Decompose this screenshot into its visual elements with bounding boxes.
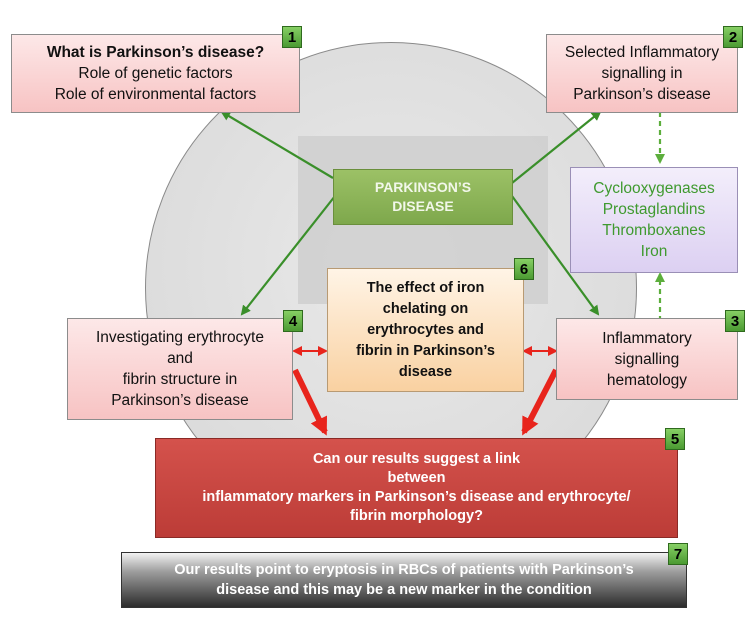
box2-line2: signalling in bbox=[601, 65, 683, 82]
box6-line4: fibrin in Parkinson’s bbox=[356, 342, 495, 359]
box-can-results-suggest-link: Can our results suggest a link between i… bbox=[155, 438, 678, 538]
number-badge-1: 1 bbox=[282, 26, 302, 48]
box3-line3: hematology bbox=[606, 371, 688, 389]
box5-line1: Can our results suggest a link bbox=[312, 451, 521, 467]
box-inflammatory-mediators: Cyclooxygenases Prostaglandins Thromboxa… bbox=[570, 167, 738, 273]
box-eryptosis-conclusion: Our results point to eryptosis in RBCs o… bbox=[121, 552, 687, 608]
number-badge-6: 6 bbox=[514, 258, 534, 280]
box7-line2: disease and this may be a new marker in … bbox=[216, 582, 592, 598]
arrow-center-to-box2 bbox=[511, 110, 602, 184]
box6-line5: disease bbox=[398, 363, 453, 380]
number-badge-7: 7 bbox=[668, 543, 688, 565]
arrow-center-to-box1 bbox=[220, 110, 334, 179]
box7-line1: Our results point to eryptosis in RBCs o… bbox=[174, 562, 634, 578]
box3-line2: signalling bbox=[614, 350, 680, 368]
number-badge-2: 2 bbox=[723, 26, 743, 48]
box-iron-chelating: The effect of iron chelating on erythroc… bbox=[327, 268, 524, 392]
box-investigating-erythrocyte: Investigating erythrocyte and fibrin str… bbox=[67, 318, 293, 420]
box4-line2: and bbox=[167, 350, 193, 367]
center-line2: DISEASE bbox=[392, 198, 454, 214]
purple-line1: Cyclooxygenases bbox=[593, 180, 715, 197]
arrow-box4-to-box5 bbox=[292, 368, 328, 436]
box3-line1: Inflammatory bbox=[602, 329, 692, 347]
purple-line2: Prostaglandins bbox=[602, 201, 706, 218]
number-badge-5: 5 bbox=[665, 428, 685, 450]
center-parkinsons-disease: PARKINSON’S DISEASE bbox=[333, 169, 513, 225]
box2-line3: Parkinson’s disease bbox=[573, 86, 711, 103]
box5-line2: between bbox=[387, 470, 446, 486]
number-badge-3: 3 bbox=[725, 310, 745, 332]
box5-line4: fibrin morphology? bbox=[350, 508, 483, 524]
box4-line4: Parkinson’s disease bbox=[111, 392, 249, 409]
box6-line1: The effect of iron bbox=[366, 279, 485, 296]
box6-line3: erythrocytes and bbox=[367, 321, 484, 338]
arrow-center-to-box3 bbox=[511, 195, 600, 316]
box-inflammatory-hematology: Inflammatory signalling hematology bbox=[556, 318, 738, 400]
arrow-center-to-box4 bbox=[240, 195, 336, 316]
center-line1: PARKINSON’S bbox=[374, 179, 472, 195]
box4-line3: fibrin structure in bbox=[122, 371, 238, 388]
box6-line2: chelating on bbox=[382, 300, 469, 317]
box-selected-inflammatory: Selected Inflammatory signalling in Park… bbox=[546, 34, 738, 113]
purple-line3: Thromboxanes bbox=[602, 222, 706, 239]
number-badge-4: 4 bbox=[283, 310, 303, 332]
box4-line1: Investigating erythrocyte bbox=[95, 329, 264, 346]
box2-line1: Selected Inflammatory bbox=[564, 44, 720, 61]
box1-line1: Role of genetic factors bbox=[78, 65, 233, 82]
box-what-is-parkinsons: What is Parkinson’s disease? Role of gen… bbox=[11, 34, 300, 113]
purple-line4: Iron bbox=[640, 243, 668, 260]
box1-line2: Role of environmental factors bbox=[54, 86, 257, 103]
box5-line3: inflammatory markers in Parkinson’s dise… bbox=[202, 489, 631, 505]
arrow-box3-to-box5 bbox=[521, 368, 559, 436]
box1-title: What is Parkinson’s disease? bbox=[46, 44, 265, 61]
